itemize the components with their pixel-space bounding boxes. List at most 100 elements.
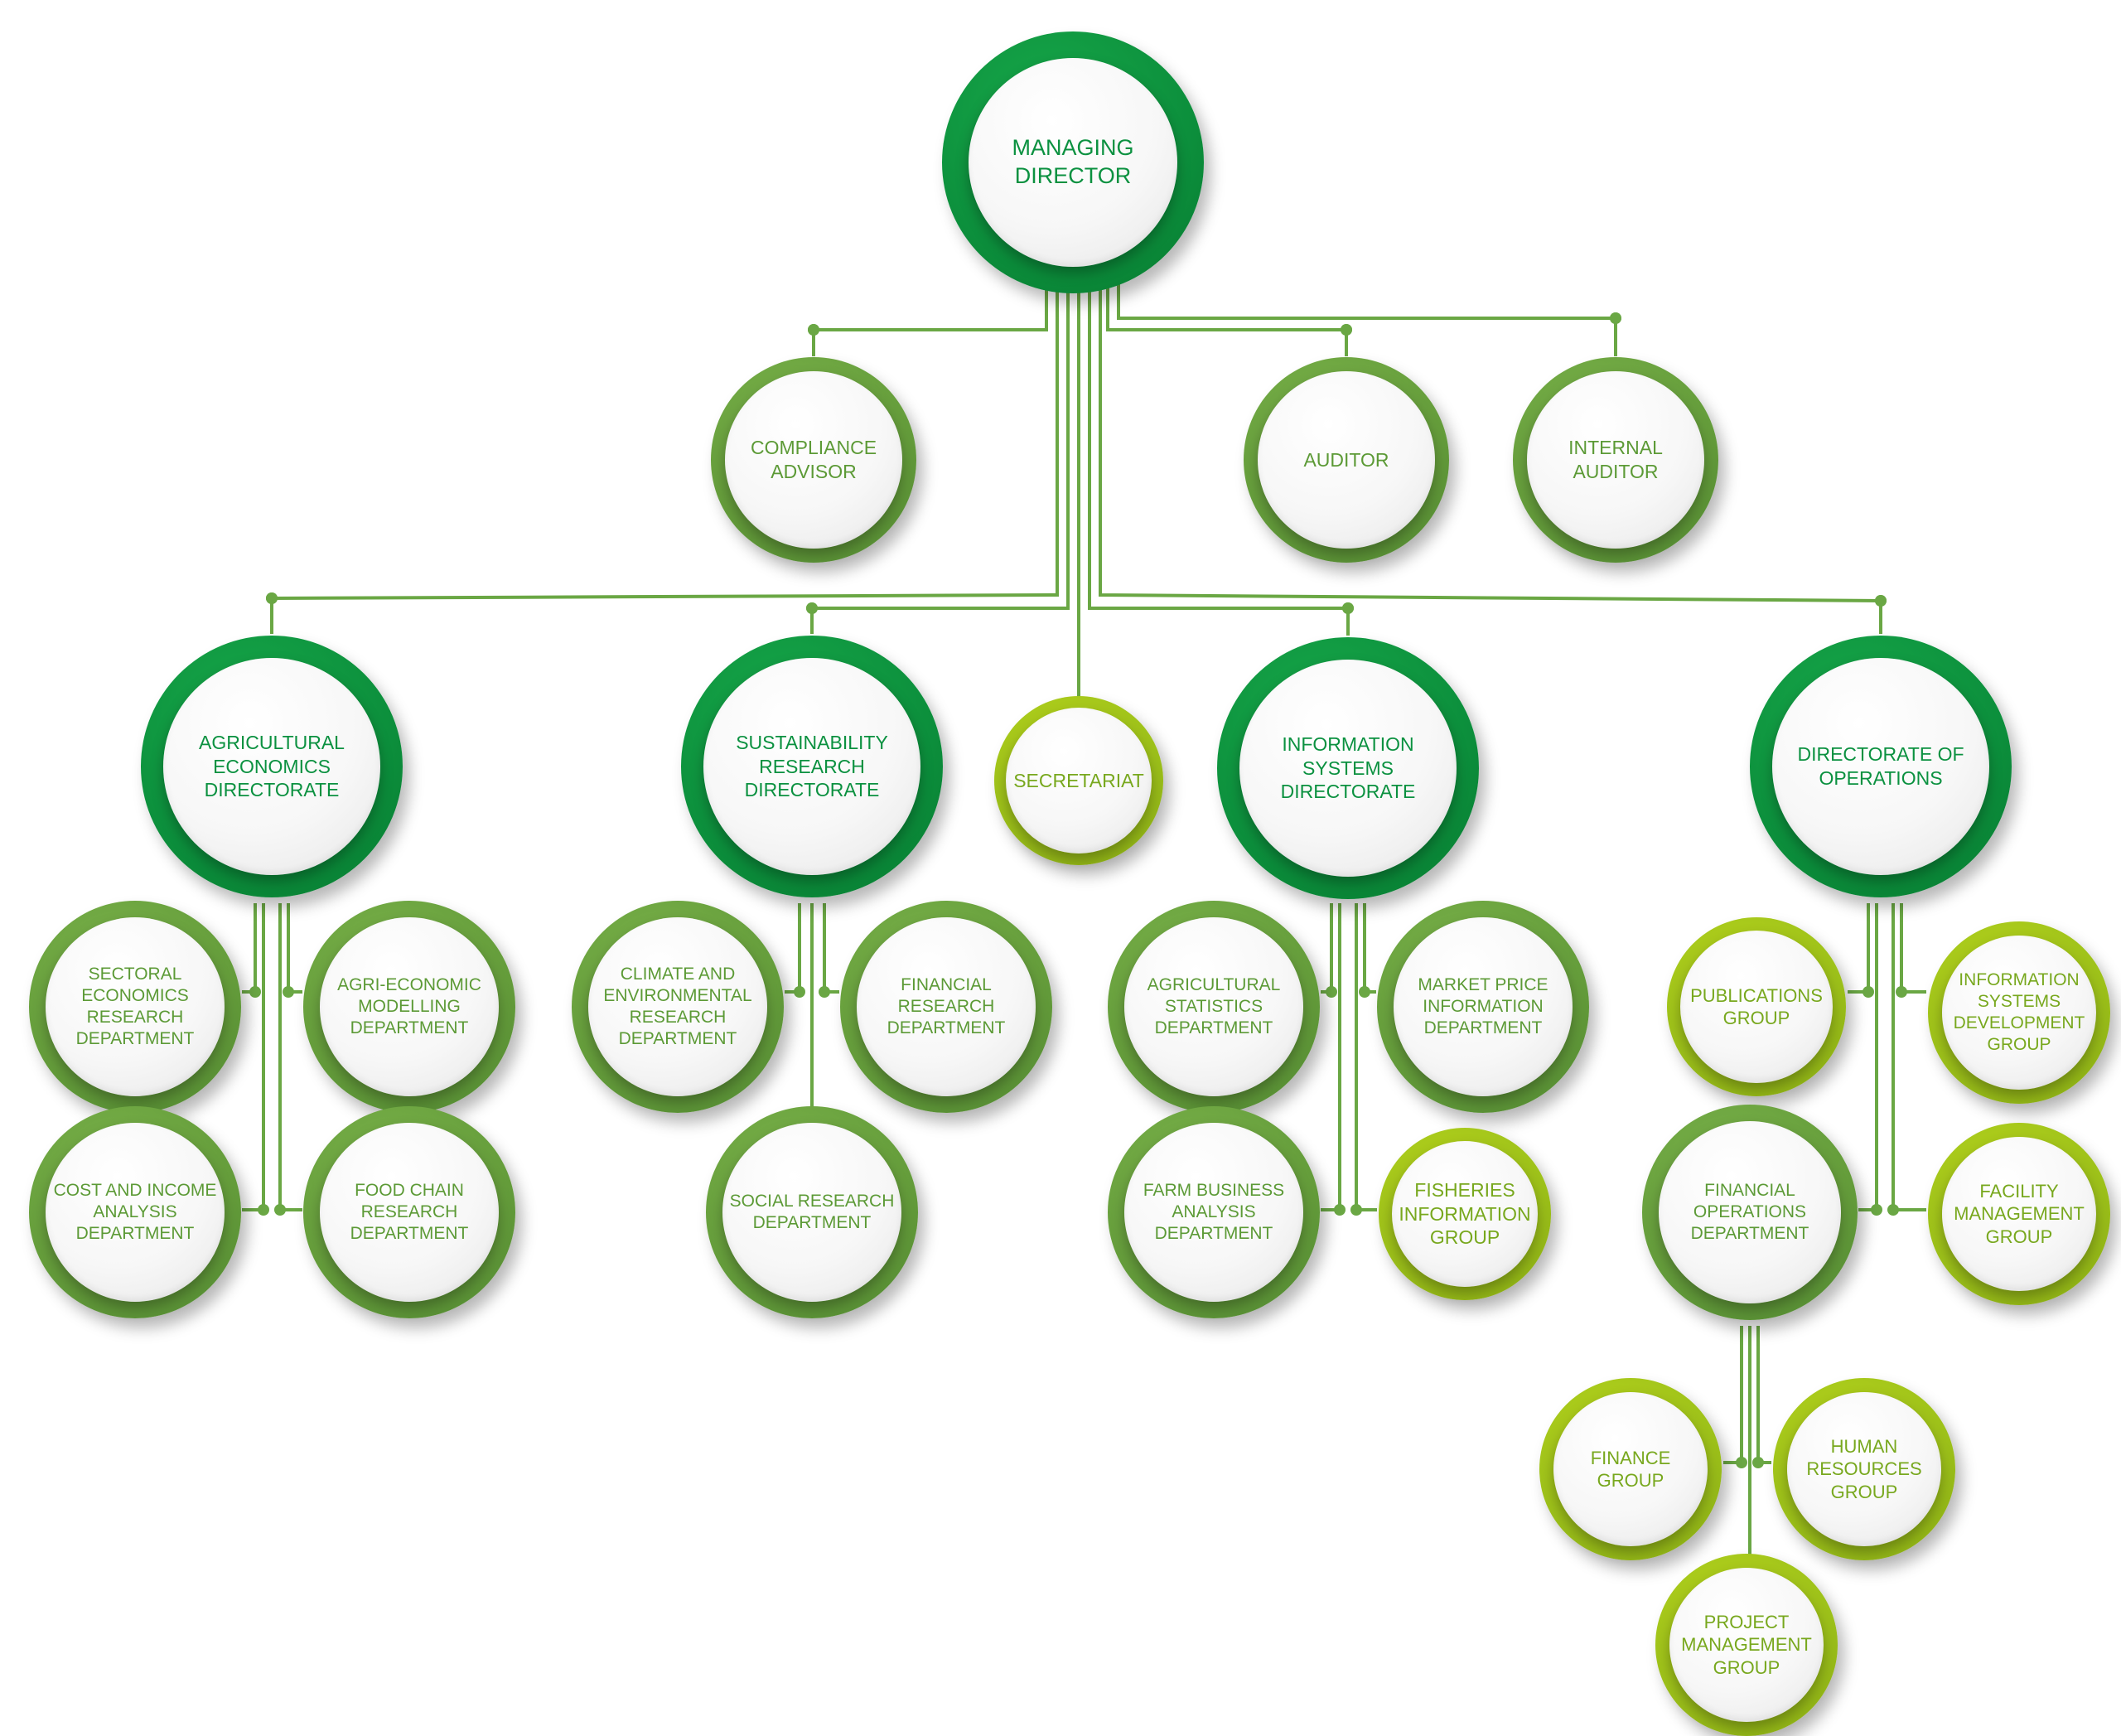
node-label: SECTORAL ECONOMICS RESEARCH DEPARTMENT: [75, 964, 195, 1049]
connector-climate-and-environmental-research-department: [785, 903, 801, 994]
node-face: AUDITOR: [1258, 371, 1435, 549]
node-label: INFORMATION SYSTEMS DEVELOPMENT GROUP: [1953, 970, 2085, 1055]
node-label: CLIMATE AND ENVIRONMENTAL RESEARCH DEPAR…: [603, 964, 752, 1049]
node-label: AGRI-ECONOMIC MODELLING DEPARTMENT: [337, 974, 481, 1038]
node-food-chain-research-department: FOOD CHAIN RESEARCH DEPARTMENT: [303, 1106, 515, 1318]
node-internal-auditor: INTERNAL AUDITOR: [1513, 357, 1718, 563]
junction-dot-food-chain-research-department: [274, 1204, 286, 1216]
junction-dot-market-price-information-department: [1359, 986, 1370, 998]
node-social-research-department: SOCIAL RESEARCH DEPARTMENT: [706, 1106, 918, 1318]
node-face: INTERNAL AUDITOR: [1527, 371, 1704, 549]
junction-dot-publications-group: [1863, 986, 1874, 998]
node-face: CLIMATE AND ENVIRONMENTAL RESEARCH DEPAR…: [588, 917, 767, 1096]
node-label: FINANCIAL RESEARCH DEPARTMENT: [887, 974, 1006, 1038]
connector-agricultural-economics-directorate: [270, 282, 1059, 634]
node-face: FACILITY MANAGEMENT GROUP: [1942, 1137, 2096, 1291]
node-label: FINANCE GROUP: [1590, 1447, 1671, 1492]
node-face: SECTORAL ECONOMICS RESEARCH DEPARTMENT: [46, 917, 225, 1096]
node-label: FISHERIES INFORMATION GROUP: [1399, 1178, 1531, 1249]
connector-fisheries-information-group: [1355, 903, 1377, 1211]
node-label: PROJECT MANAGEMENT GROUP: [1681, 1611, 1812, 1678]
node-label: HUMAN RESOURCES GROUP: [1806, 1435, 1922, 1502]
node-label: SUSTAINABILITY RESEARCH DIRECTORATE: [736, 731, 888, 801]
node-label: FOOD CHAIN RESEARCH DEPARTMENT: [350, 1180, 469, 1244]
connector-directorate-of-operations: [1099, 282, 1882, 634]
node-directorate-of-operations: DIRECTORATE OF OPERATIONS: [1750, 636, 2012, 897]
connector-human-resources-group: [1756, 1326, 1771, 1464]
node-label: AGRICULTURAL ECONOMICS DIRECTORATE: [199, 731, 345, 801]
node-label: COST AND INCOME ANALYSIS DEPARTMENT: [53, 1180, 217, 1244]
node-label: MARKET PRICE INFORMATION DEPARTMENT: [1418, 974, 1548, 1038]
branch-dot-auditor: [1341, 324, 1352, 336]
node-agricultural-statistics-department: AGRICULTURAL STATISTICS DEPARTMENT: [1108, 901, 1320, 1113]
node-agri-economic-modelling-department: AGRI-ECONOMIC MODELLING DEPARTMENT: [303, 901, 515, 1113]
branch-dot-agricultural-economics-directorate: [266, 592, 278, 604]
node-face: PUBLICATIONS GROUP: [1680, 931, 1833, 1083]
node-label: FINANCIAL OPERATIONS DEPARTMENT: [1690, 1180, 1809, 1244]
connector-cost-and-income-analysis-department: [242, 903, 265, 1211]
node-auditor: AUDITOR: [1244, 357, 1449, 563]
node-fisheries-information-group: FISHERIES INFORMATION GROUP: [1379, 1128, 1551, 1300]
node-compliance-advisor: COMPLIANCE ADVISOR: [711, 357, 916, 563]
connector-information-systems-directorate: [1088, 282, 1350, 636]
node-human-resources-group: HUMAN RESOURCES GROUP: [1773, 1378, 1955, 1560]
node-face: AGRICULTURAL ECONOMICS DIRECTORATE: [163, 658, 380, 875]
node-face: COMPLIANCE ADVISOR: [725, 371, 902, 549]
branch-dot-internal-auditor: [1610, 312, 1621, 324]
junction-dot-sectoral-economics-research-department: [249, 986, 261, 998]
node-face: FINANCE GROUP: [1553, 1392, 1708, 1546]
node-label: SOCIAL RESEARCH DEPARTMENT: [729, 1191, 895, 1232]
node-information-systems-directorate: INFORMATION SYSTEMS DIRECTORATE: [1217, 637, 1479, 899]
node-face: PROJECT MANAGEMENT GROUP: [1669, 1568, 1824, 1722]
connector-market-price-information-department: [1363, 903, 1376, 994]
node-sectoral-economics-research-department: SECTORAL ECONOMICS RESEARCH DEPARTMENT: [29, 901, 241, 1113]
node-face: MANAGING DIRECTOR: [969, 58, 1177, 267]
node-face: SOCIAL RESEARCH DEPARTMENT: [722, 1123, 901, 1302]
node-face: FINANCIAL OPERATIONS DEPARTMENT: [1659, 1121, 1841, 1303]
node-label: FACILITY MANAGEMENT GROUP: [1954, 1180, 2085, 1247]
node-face: FISHERIES INFORMATION GROUP: [1392, 1141, 1538, 1287]
node-label: SECRETARIAT: [1013, 769, 1144, 791]
node-face: AGRICULTURAL STATISTICS DEPARTMENT: [1124, 917, 1303, 1096]
branch-dot-information-systems-directorate: [1342, 602, 1354, 614]
node-face: FARM BUSINESS ANALYSIS DEPARTMENT: [1124, 1123, 1303, 1302]
connector-agricultural-statistics-department: [1321, 903, 1333, 994]
node-label: INFORMATION SYSTEMS DIRECTORATE: [1280, 733, 1416, 803]
connector-agri-economic-modelling-department: [287, 903, 302, 994]
node-label: AGRICULTURAL STATISTICS DEPARTMENT: [1147, 974, 1281, 1038]
junction-dot-financial-research-department: [819, 986, 830, 998]
node-managing-director: MANAGING DIRECTOR: [942, 31, 1204, 293]
node-sustainability-research-directorate: SUSTAINABILITY RESEARCH DIRECTORATE: [681, 636, 943, 897]
junction-dot-agricultural-statistics-department: [1326, 986, 1337, 998]
connector-compliance-advisor: [812, 282, 1048, 356]
node-farm-business-analysis-department: FARM BUSINESS ANALYSIS DEPARTMENT: [1108, 1106, 1320, 1318]
connector-auditor: [1106, 282, 1348, 356]
node-label: DIRECTORATE OF OPERATIONS: [1797, 743, 1964, 789]
connector-information-systems-development-group: [1900, 903, 1926, 994]
connector-finance-group: [1723, 1326, 1743, 1464]
node-face: AGRI-ECONOMIC MODELLING DEPARTMENT: [320, 917, 499, 1096]
node-label: INTERNAL AUDITOR: [1568, 437, 1663, 482]
node-publications-group: PUBLICATIONS GROUP: [1667, 917, 1846, 1096]
node-information-systems-development-group: INFORMATION SYSTEMS DEVELOPMENT GROUP: [1928, 921, 2110, 1104]
node-finance-group: FINANCE GROUP: [1539, 1378, 1722, 1560]
node-face: INFORMATION SYSTEMS DEVELOPMENT GROUP: [1942, 936, 2096, 1090]
branch-dot-compliance-advisor: [808, 324, 819, 336]
node-financial-research-department: FINANCIAL RESEARCH DEPARTMENT: [840, 901, 1052, 1113]
node-face: SUSTAINABILITY RESEARCH DIRECTORATE: [703, 658, 920, 875]
connector-food-chain-research-department: [278, 903, 302, 1211]
node-financial-operations-department: FINANCIAL OPERATIONS DEPARTMENT: [1642, 1105, 1858, 1320]
branch-dot-directorate-of-operations: [1875, 595, 1887, 607]
junction-dot-facility-management-group: [1887, 1204, 1899, 1216]
node-facility-management-group: FACILITY MANAGEMENT GROUP: [1928, 1123, 2110, 1305]
node-face: MARKET PRICE INFORMATION DEPARTMENT: [1394, 917, 1573, 1096]
connector-sustainability-research-directorate: [810, 282, 1070, 634]
node-face: FINANCIAL RESEARCH DEPARTMENT: [857, 917, 1036, 1096]
node-climate-and-environmental-research-department: CLIMATE AND ENVIRONMENTAL RESEARCH DEPAR…: [572, 901, 784, 1113]
junction-dot-information-systems-development-group: [1896, 986, 1907, 998]
junction-dot-finance-group: [1736, 1457, 1747, 1468]
node-label: MANAGING DIRECTOR: [1012, 135, 1134, 188]
connector-financial-research-department: [823, 903, 839, 994]
branch-dot-sustainability-research-directorate: [806, 602, 818, 614]
